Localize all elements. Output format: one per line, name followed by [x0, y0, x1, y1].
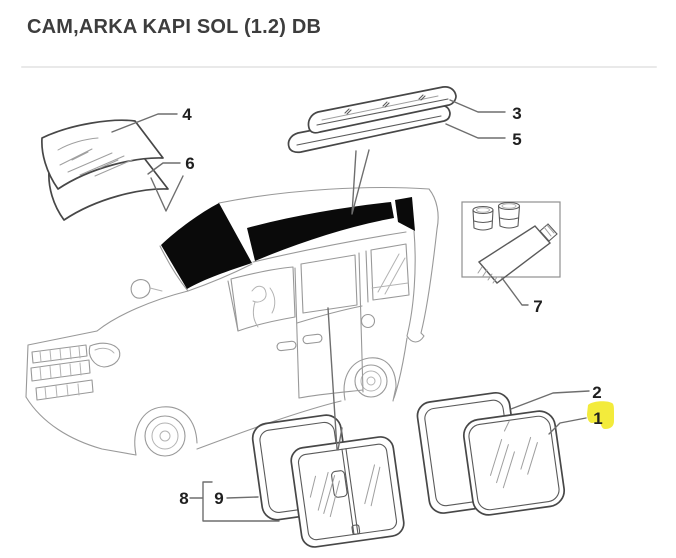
- blacked-rear-pillar: [395, 197, 415, 231]
- part-sliding-window-8: [290, 436, 405, 548]
- callout-7[interactable]: 7: [533, 297, 542, 316]
- page-title: CAM,ARKA KAPI SOL (1.2) DB: [27, 16, 322, 38]
- callout-4[interactable]: 4: [182, 105, 192, 124]
- highlight-marker: [587, 401, 614, 429]
- part-roof-strip-3: [307, 86, 457, 134]
- callout-1[interactable]: 1: [593, 409, 602, 428]
- leader-lines: [111, 99, 590, 522]
- callout-8[interactable]: 8: [179, 489, 188, 508]
- callout-3[interactable]: 3: [512, 104, 521, 123]
- blacked-roof-band: [247, 202, 394, 261]
- callout-6[interactable]: 6: [185, 154, 194, 173]
- part-adhesive-kit-7: [461, 201, 561, 284]
- callout-5[interactable]: 5: [512, 130, 521, 149]
- van-illustration: [25, 186, 439, 457]
- callouts: 1 2 3 4 5 6 7 8 9: [179, 104, 614, 508]
- part-curved-glass-4: [41, 119, 164, 190]
- callout-1-group[interactable]: 1: [587, 401, 614, 429]
- blacked-windshield: [161, 203, 252, 289]
- callout-9[interactable]: 9: [214, 489, 223, 508]
- callout-2[interactable]: 2: [592, 383, 601, 402]
- part-glass-1: [462, 410, 566, 516]
- part-roof-strip-5: [287, 104, 451, 154]
- title-divider: [21, 66, 657, 68]
